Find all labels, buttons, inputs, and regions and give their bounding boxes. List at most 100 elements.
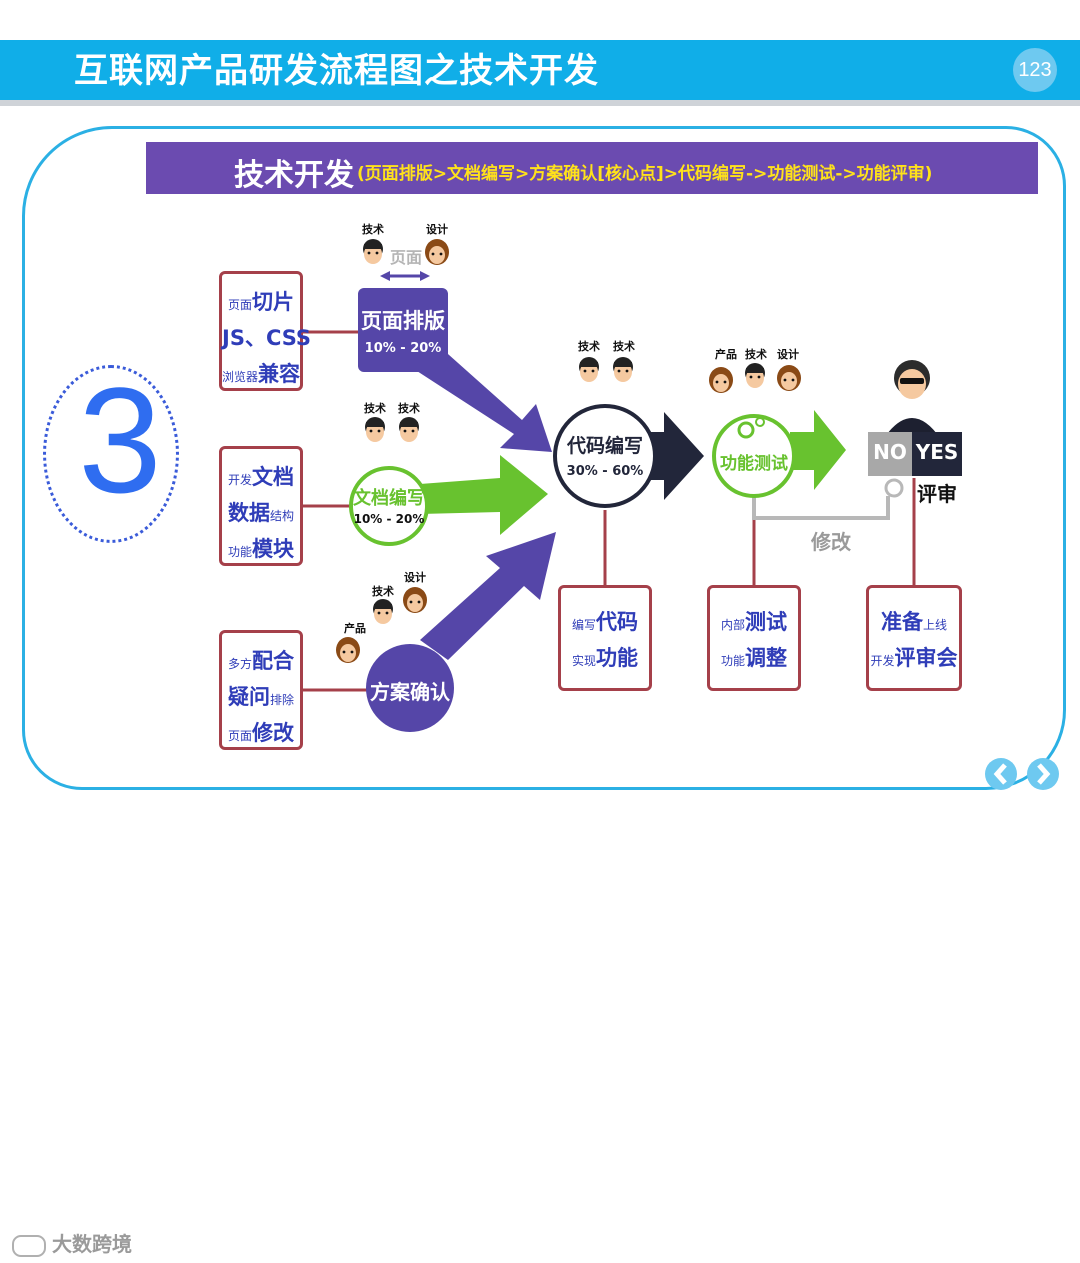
box-text: 页面 [227,298,252,312]
box-text: 上线 [922,618,947,632]
role-plan-3: 设计 [404,571,426,584]
role-plan-1: 产品 [344,622,366,635]
avatar-female-icon [709,367,733,393]
node-code-range: 30% - 60% [566,464,644,479]
box-line: 多方配合 [222,645,300,675]
step-circle [43,365,179,543]
box-line: 页面修改 [222,717,300,747]
box-line: 准备上线 [869,606,959,636]
role-test-1: 产品 [715,348,737,361]
bottom-box-test: 内部测试功能调整 [707,585,801,691]
step-number: 3 [78,356,162,524]
box-line: 编写代码 [561,606,649,636]
avatar-female-icon [425,239,449,265]
box-text: 功能 [596,646,638,670]
node-layout-shape [358,288,448,372]
watermark-text: 大数跨境 [52,1232,132,1256]
box-line: JS、CSS [222,322,311,352]
box-text: 疑问 [227,685,270,709]
box-text: 评审会 [894,646,958,670]
review-no-label: NO [873,440,907,464]
avatar-male-icon [363,239,383,264]
box-line: 开发文档 [222,461,300,491]
role-layout-1: 技术 [362,223,384,236]
box-text: 数据 [227,501,270,525]
flow-diagram [301,271,962,732]
avatar-male-icon [399,417,419,442]
loop-ring [884,478,904,498]
box-text: 开发 [227,473,252,487]
box-line: 浏览器兼容 [222,358,300,388]
review-label: 评审 [917,482,957,506]
box-text: 准备 [880,610,923,634]
node-layout-range: 10% - 20% [364,341,442,356]
box-line: 功能模块 [222,533,300,563]
loop-line [752,495,890,520]
review-no-box [868,432,912,476]
role-code-1: 技术 [578,340,600,353]
role-code-2: 技术 [613,340,635,353]
role-layout-2: 设计 [426,223,448,236]
role-docs-1: 技术 [364,402,386,415]
box-text: 实现 [571,654,596,668]
avatar-male-icon [579,357,599,382]
avatar-male-icon [365,417,385,442]
arrow-test-to-review [790,410,846,490]
box-text: 浏览器 [222,370,259,384]
node-docs-shape [349,466,429,546]
bottom-box-code: 编写代码实现功能 [558,585,652,691]
watermark: 大数跨境 [12,1228,132,1257]
section-banner [146,142,1038,194]
node-docs-label: 文档编写 [353,488,425,509]
left-box-docs: 开发文档数据结构功能模块 [219,446,303,566]
gear-icon [737,421,755,439]
box-text: 测试 [745,610,787,634]
box-text: 模块 [252,537,294,561]
box-text: 编写 [571,618,596,632]
node-plan-label: 方案确认 [370,680,450,704]
review-yes-label: YES [915,440,959,464]
review-yes-box [912,432,962,476]
next-arrow-icon[interactable] [1027,758,1059,790]
left-box-layout: 页面切片 JS、CSS 浏览器兼容 [219,271,311,391]
header-bar [0,40,1080,100]
page-number: 123 [1013,48,1057,92]
avatar-male-icon [613,357,633,382]
box-line: 页面切片 [222,286,300,316]
box-text: 功能 [720,654,745,668]
arrow-docs-to-code [420,455,548,535]
node-docs-range: 10% - 20% [353,512,425,526]
box-text: 多方 [227,657,252,671]
box-text: 切片 [252,290,294,314]
role-plan-2: 技术 [372,585,394,598]
arrow-code-to-test [648,412,704,500]
box-text: 配合 [252,649,294,673]
role-docs-2: 技术 [398,402,420,415]
node-test-label: 功能测试 [720,454,788,474]
node-layout-label: 页面排版 [361,309,445,333]
banner-subtitle: (页面排版>文档编写>方案确认[核心点]>代码编写->功能测试->功能评审) [357,164,933,184]
bottom-box-review: 准备上线开发评审会 [866,585,962,691]
role-test-2: 技术 [745,348,767,361]
content-frame [22,126,1066,790]
left-box-plan: 多方配合疑问排除页面修改 [219,630,303,750]
node-plan-shape [366,644,454,732]
box-text: 代码 [596,610,638,634]
box-line: 数据结构 [222,497,300,527]
box-line: 内部测试 [710,606,798,636]
box-text: 修改 [252,721,294,745]
banner-title: 技术开发 [234,158,354,193]
box-text: 结构 [269,509,294,523]
node-test-shape [712,414,796,498]
review-loop-label: 修改 [811,530,851,554]
avatar-female-icon [336,637,360,663]
box-line: 实现功能 [561,642,649,672]
page-title: 互联网产品研发流程图之技术开发 [74,51,599,91]
box-text: 兼容 [258,362,301,386]
prev-arrow-icon[interactable] [985,758,1017,790]
box-line: 功能调整 [710,642,798,672]
node-code-label: 代码编写 [566,435,643,457]
header-shadow [0,100,1080,106]
avatar-male-icon [373,599,393,624]
avatar-female-icon [403,587,427,613]
